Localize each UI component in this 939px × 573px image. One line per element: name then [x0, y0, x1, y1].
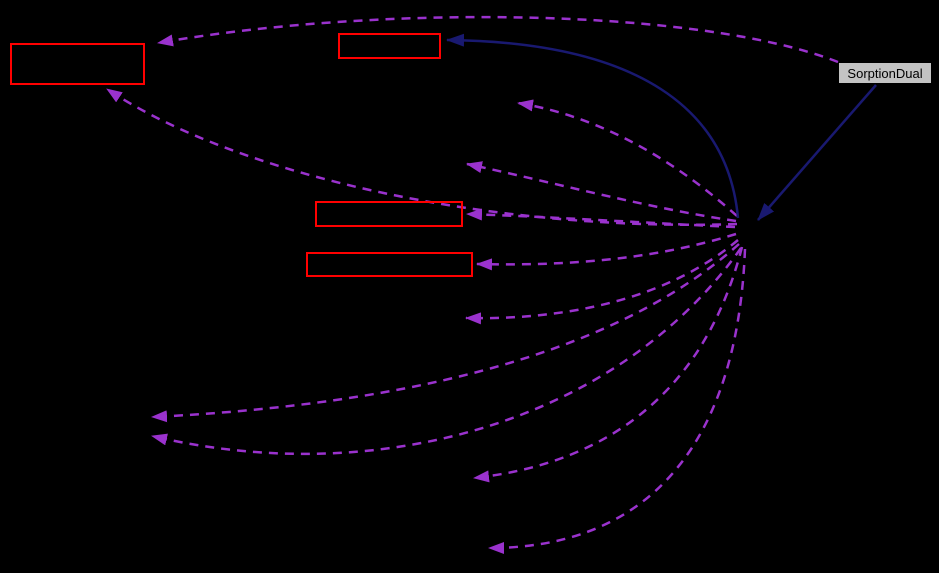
usage-edge-center-to-middle-2: [476, 232, 737, 271]
usage-edge-center-to-hidden-node-5: [473, 246, 744, 483]
usage-edge-center-to-hidden-node-4a: [151, 243, 740, 423]
current-class-node-label: SorptionDual: [847, 65, 923, 81]
usage-edge-center-to-hidden-node-2: [466, 161, 737, 223]
inheritance-edge-sorptiondual-to-center: [757, 84, 877, 221]
usage-edge-center-to-hidden-node-3: [465, 239, 739, 325]
current-class-node-sorptiondual: SorptionDual: [838, 62, 932, 84]
inheritance-edge-center-to-topcenter: [446, 33, 740, 219]
class-node-middle-2[interactable]: [306, 252, 473, 277]
usage-edge-center-to-hidden-node-6: [488, 248, 747, 554]
usage-edge-center-to-topleft-bottom: [106, 87, 738, 227]
class-node-top-left[interactable]: [10, 43, 145, 85]
usage-edge-center-to-middle-1: [466, 208, 736, 229]
usage-edge-current-to-topleft-corner: [157, 15, 839, 64]
usage-edge-center-to-hidden-node-4b: [151, 247, 743, 456]
class-node-top-center[interactable]: [338, 33, 441, 59]
usage-edge-center-to-hidden-node-1: [517, 99, 738, 217]
class-node-middle-1[interactable]: [315, 201, 463, 227]
